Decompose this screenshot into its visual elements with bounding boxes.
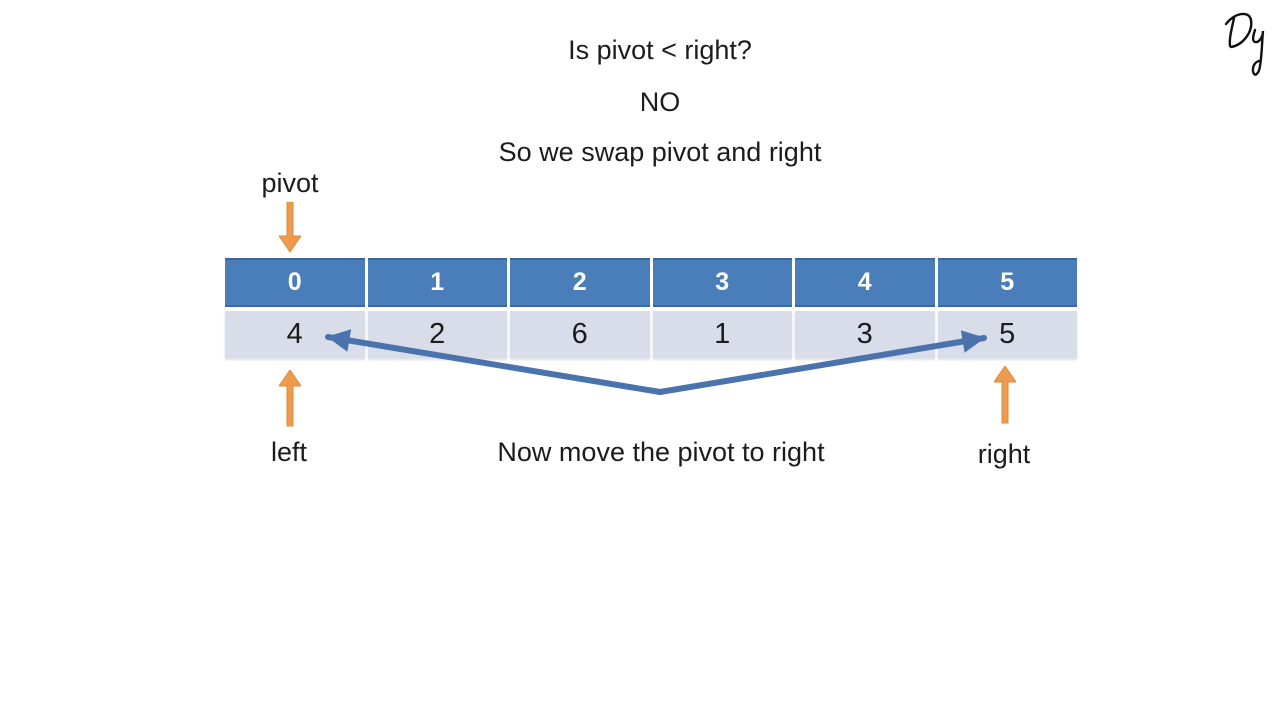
index-cell-5: 5 xyxy=(937,258,1077,307)
left-up-arrow-icon xyxy=(279,370,301,427)
value-cell-5: 5 xyxy=(937,311,1077,358)
index-cell-2: 2 xyxy=(510,258,650,307)
array-value-row: 4 2 6 1 3 5 xyxy=(225,311,1077,358)
array-index-row: 0 1 2 3 4 5 xyxy=(225,258,1077,307)
index-cell-4: 4 xyxy=(795,258,935,307)
right-up-arrow-icon xyxy=(994,366,1016,424)
left-label: left xyxy=(270,437,308,467)
pivot-label: pivot xyxy=(261,168,319,198)
array-table: 0 1 2 3 4 5 4 2 6 1 3 5 xyxy=(225,258,1077,358)
right-label: right xyxy=(977,439,1031,469)
pivot-down-arrow-icon xyxy=(279,202,301,253)
value-cell-2: 6 xyxy=(510,311,650,358)
question-text: Is pivot < right? xyxy=(568,35,752,65)
index-cell-0: 0 xyxy=(225,258,365,307)
value-cell-3: 1 xyxy=(652,311,792,358)
dy-logo xyxy=(1224,12,1265,76)
action-text: So we swap pivot and right xyxy=(498,137,822,167)
swap-arrow-icon xyxy=(325,329,987,395)
index-cell-3: 3 xyxy=(652,258,792,307)
answer-text: NO xyxy=(639,87,681,117)
instruction-text: Now move the pivot to right xyxy=(497,437,825,467)
index-cell-1: 1 xyxy=(367,258,507,307)
